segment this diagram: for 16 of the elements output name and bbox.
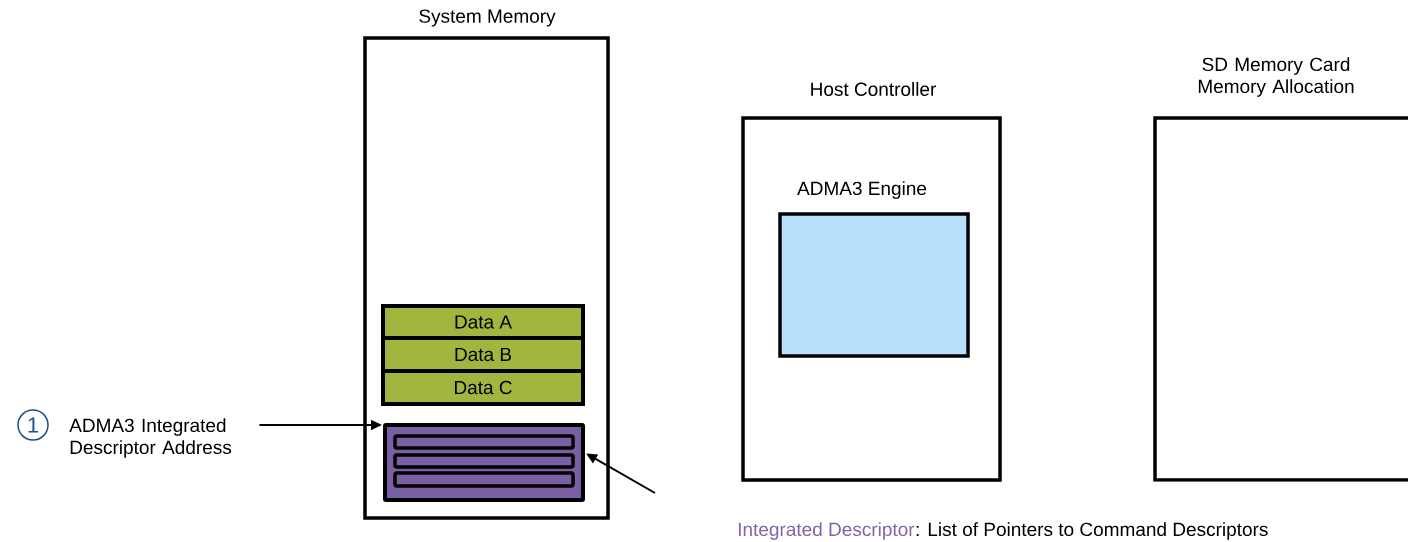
- node-label: System Memory: [419, 9, 556, 27]
- caption-term: Integrated Descriptor: [738, 522, 915, 540]
- list-entry-bar: [393, 434, 575, 450]
- list-entry-bar: [393, 453, 575, 469]
- list-entry-bar: [393, 471, 575, 488]
- callout-text: ADMA3 Integrated Descriptor Address: [69, 418, 232, 458]
- node-label: ADMA3 Engine: [797, 181, 927, 199]
- data-block: Data A: [381, 304, 585, 340]
- caption-text: : List of Pointers to Command Descriptors: [916, 522, 1268, 540]
- node-label: SD Memory Card Memory Allocation: [1198, 57, 1354, 97]
- step-number: 1: [17, 409, 49, 441]
- engine-box: ADMA3 Engine: [778, 181, 970, 358]
- memory-box: SD Memory Card Memory Allocation: [1153, 57, 1408, 482]
- node-label: Host Controller: [811, 82, 937, 96]
- data-block: Data B: [381, 336, 585, 373]
- data-block: Data C: [381, 369, 585, 406]
